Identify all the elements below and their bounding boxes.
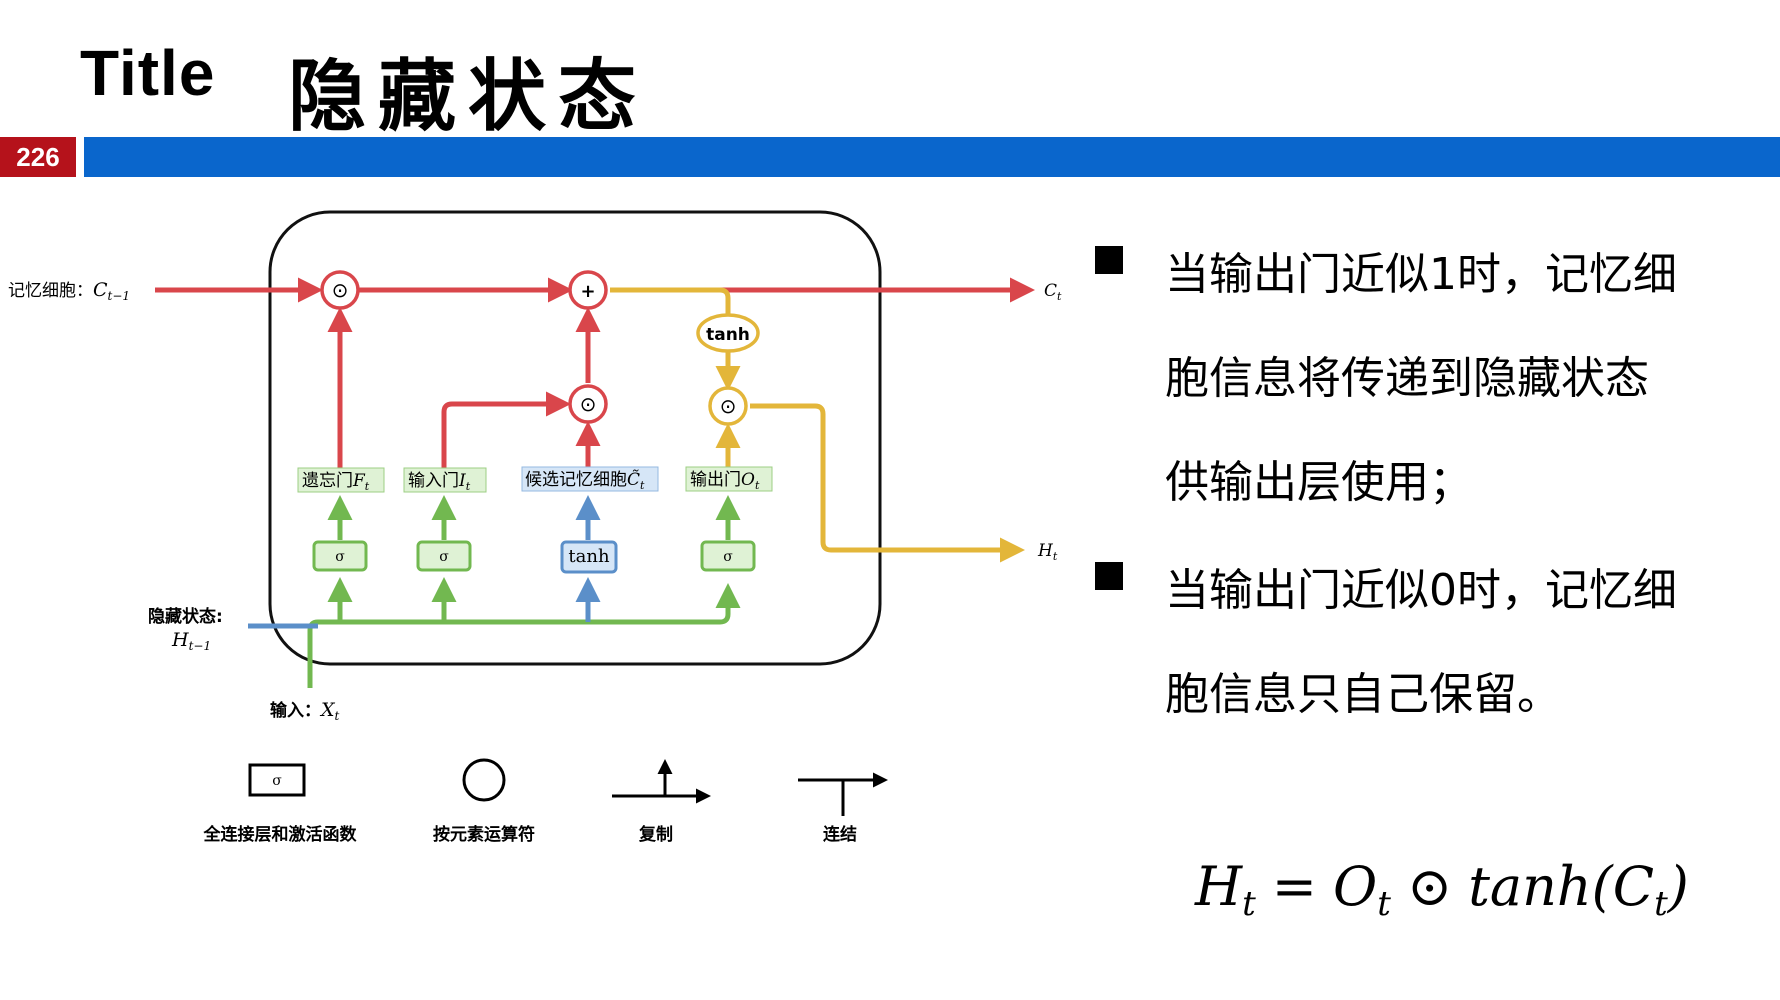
add-symbol: +	[580, 281, 595, 302]
multiply-symbol: ⊙	[580, 392, 597, 416]
legend-copy-label: 复制	[638, 824, 673, 845]
hidden-state-input-label: 隐藏状态:	[148, 606, 223, 627]
output-multiply-op: ⊙	[708, 386, 748, 426]
input-sigma-layer	[416, 540, 472, 572]
tanh-layer-label: tanh	[568, 546, 610, 567]
legend-layer: σ 全连接层和激活函数	[203, 763, 358, 845]
bullet-square-icon	[1095, 246, 1123, 274]
slide-title-en: Title	[80, 37, 216, 109]
memory-cell-input-label: 记忆细胞：Ct−1	[8, 279, 130, 303]
slide-title-cn: 隐藏状态	[288, 52, 649, 142]
forget-sigma-layer	[312, 540, 368, 572]
memory-cell-flow	[155, 277, 1035, 468]
lstm-diagram: ⊙ + ⊙ ⊙ tanh 遗忘门Ft 输入门It 候选记忆细胞C̃t 输出门Ot	[8, 210, 1062, 845]
lstm-cell-box	[268, 210, 882, 666]
candidate-tanh-layer	[560, 540, 618, 574]
formula-o: O	[1333, 855, 1378, 918]
formula-equals: =	[1271, 855, 1318, 918]
formula-c-sub: t	[1654, 884, 1668, 924]
multiply-symbol: ⊙	[332, 278, 349, 302]
multiply-symbol: ⊙	[720, 394, 737, 418]
output-flow	[610, 287, 1025, 563]
hidden-state-formula: Ht=Ot⊙tanh(Ct)	[1195, 855, 1689, 924]
bullet-line: 供输出层使用；	[1165, 457, 1473, 508]
header-bar	[84, 137, 1780, 177]
formula-lhs: H	[1195, 855, 1243, 918]
formula-close: )	[1667, 855, 1689, 918]
output-gate-label: 输出门Ot	[690, 470, 760, 492]
legend-layer-symbol: σ	[272, 773, 282, 789]
tanh-op-label: tanh	[706, 325, 750, 345]
input-flow	[307, 495, 741, 688]
cell-output-label: Ct	[1044, 281, 1062, 303]
candidate-cell-label: 候选记忆细胞C̃t	[525, 470, 645, 492]
forget-gate-label: 遗忘门Ft	[302, 471, 370, 493]
legend-concat	[798, 772, 888, 816]
bullet-square-icon	[1095, 562, 1123, 590]
bullet-item: 当输出门近似0时，记忆细 胞信息只自己保留。	[1095, 532, 1755, 754]
hidden-output-label: Ht	[1037, 541, 1058, 563]
add-op: +	[568, 270, 608, 310]
bullet-line: 胞信息只自己保留。	[1165, 669, 1561, 720]
input-gate-label: 输入门It	[408, 471, 471, 493]
formula-fn: tanh(C	[1468, 855, 1655, 918]
sigma-label: σ	[723, 549, 733, 565]
bullet-item: 当输出门近似1时，记忆细 胞信息将传递到隐藏状态 供输出层使用；	[1095, 216, 1755, 542]
bullet-line: 当输出门近似0时，记忆细	[1165, 565, 1677, 616]
legend-layer-label: 全连接层和激活函数	[203, 824, 358, 845]
formula-odot: ⊙	[1406, 855, 1453, 918]
input-multiply-op: ⊙	[568, 384, 608, 424]
legend-copy	[612, 759, 711, 804]
legend: σ 全连接层和激活函数 按元素运算符 复制 连结	[203, 758, 888, 845]
x-input-label: 输入：Xt	[270, 699, 340, 723]
formula-lhs-sub: t	[1242, 884, 1256, 924]
legend-op: 按元素运算符	[433, 758, 535, 845]
forget-multiply-op: ⊙	[320, 270, 360, 310]
bullet-list: 当输出门近似1时，记忆细 胞信息将传递到隐藏状态 供输出层使用； 当输出门近似0…	[1095, 230, 1755, 754]
bullet-line: 胞信息将传递到隐藏状态	[1165, 353, 1649, 404]
output-sigma-layer	[700, 540, 756, 572]
formula-o-sub: t	[1377, 884, 1391, 924]
sigma-label: σ	[439, 549, 449, 565]
cell-tanh-op: tanh	[696, 313, 760, 353]
page-number-badge: 226	[0, 137, 76, 177]
hidden-state-input-symbol: Ht−1	[171, 629, 211, 653]
legend-concat-label: 连结	[823, 824, 857, 845]
sigma-label: σ	[335, 549, 345, 565]
legend-op-label: 按元素运算符	[433, 824, 535, 845]
bullet-line: 当输出门近似1时，记忆细	[1165, 249, 1677, 300]
